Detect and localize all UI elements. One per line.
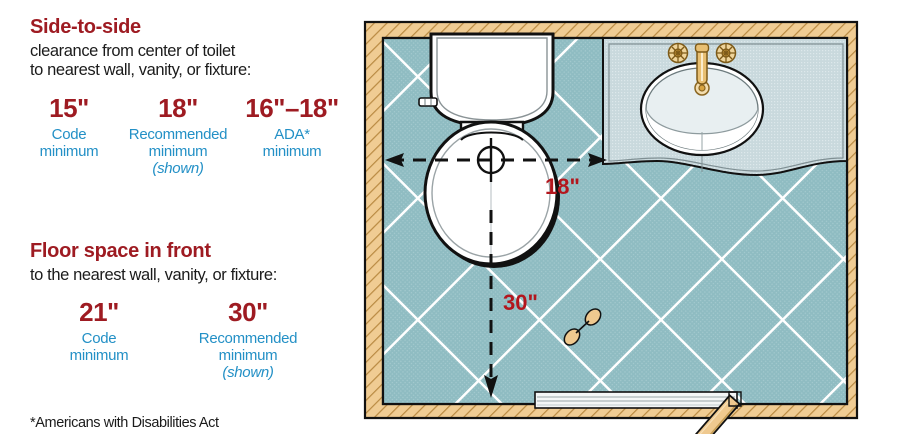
- section-side-to-side: Side-to-side clearance from center of to…: [0, 16, 355, 177]
- section-heading-side-to-side: Side-to-side: [30, 16, 141, 38]
- measurement-columns-floor-space: 21" Code minimum 30" Recommended minimum…: [36, 299, 355, 381]
- measurement-label-line: minimum: [218, 347, 278, 365]
- dimension-label-horizontal: 18": [545, 174, 580, 199]
- measurement-value: 18": [158, 92, 198, 123]
- dimension-vertical-30: 30": [484, 210, 538, 398]
- footnote-ada: *Americans with Disabilities Act: [30, 415, 219, 431]
- measurement-label-line: minimum: [69, 347, 129, 365]
- section-floor-space: Floor space in front to the nearest wall…: [0, 240, 355, 382]
- section-subtitle-floor-space: to the nearest wall, vanity, or fixture:: [30, 266, 355, 285]
- measurement-label-line: Recommended: [128, 125, 228, 143]
- section-heading-floor-space: Floor space in front: [30, 240, 211, 262]
- faucet-icon: [694, 43, 710, 85]
- dimension-label-vertical: 30": [503, 290, 538, 315]
- dimension-horizontal-18: 18": [385, 138, 607, 199]
- measurement-column-code-minimum: 15" Code minimum: [22, 95, 116, 177]
- door-knob-icon: [563, 308, 602, 346]
- measurement-label-line: minimum: [148, 142, 208, 160]
- subtitle-line: to nearest wall, vanity, or fixture:: [30, 61, 251, 80]
- measurement-value: 16"–18": [245, 92, 339, 123]
- measurement-label: Recommended minimum (shown): [116, 125, 240, 177]
- measurement-columns-side-to-side: 15" Code minimum 18" Recommended minimum…: [22, 95, 355, 177]
- measurement-column-ada-minimum: 16"–18" ADA* minimum: [240, 95, 344, 177]
- door-leaf: [563, 308, 742, 434]
- faucet-handle-left-icon: [667, 42, 689, 64]
- measurement-value: 15": [49, 92, 89, 123]
- measurement-label-line: ADA*: [274, 125, 310, 143]
- measurement-label-line: Recommended: [198, 330, 298, 348]
- faucet-handle-right-icon: [715, 42, 737, 64]
- measurement-label-line: minimum: [262, 142, 322, 160]
- subtitle-line: clearance from center of toilet: [30, 42, 235, 60]
- measurement-label-line: minimum: [39, 142, 99, 160]
- measurement-column-recommended-minimum: 30" Recommended minimum (shown): [162, 299, 334, 381]
- section-subtitle-side-to-side: clearance from center of toilet to neare…: [30, 42, 355, 81]
- door-opening: [534, 391, 738, 409]
- bathroom-floor-plan: 18" 30": [357, 14, 897, 434]
- sink-drain-icon: [694, 80, 710, 96]
- subtitle-line: to the nearest wall, vanity, or fixture:: [30, 266, 277, 284]
- measurement-label: Recommended minimum (shown): [162, 331, 334, 381]
- flush-handle-icon: [418, 97, 438, 107]
- measurement-value: 30": [228, 297, 268, 328]
- measurement-shown-note: (shown): [222, 364, 274, 382]
- measurement-shown-note: (shown): [152, 159, 204, 177]
- measurement-label: Code minimum: [22, 125, 116, 161]
- toilet-centerline-crosshair: [476, 138, 506, 182]
- sink-basin: [639, 61, 765, 157]
- measurement-column-recommended-minimum: 18" Recommended minimum (shown): [116, 95, 240, 177]
- measurement-label: ADA* minimum: [240, 125, 344, 161]
- measurement-label: Code minimum: [36, 331, 162, 365]
- measurement-label-line: Code: [51, 125, 87, 143]
- vanity: [602, 37, 848, 177]
- measurement-column-code-minimum: 21" Code minimum: [36, 299, 162, 381]
- measurement-value: 21": [79, 297, 119, 328]
- measurement-label-line: Code: [81, 330, 117, 348]
